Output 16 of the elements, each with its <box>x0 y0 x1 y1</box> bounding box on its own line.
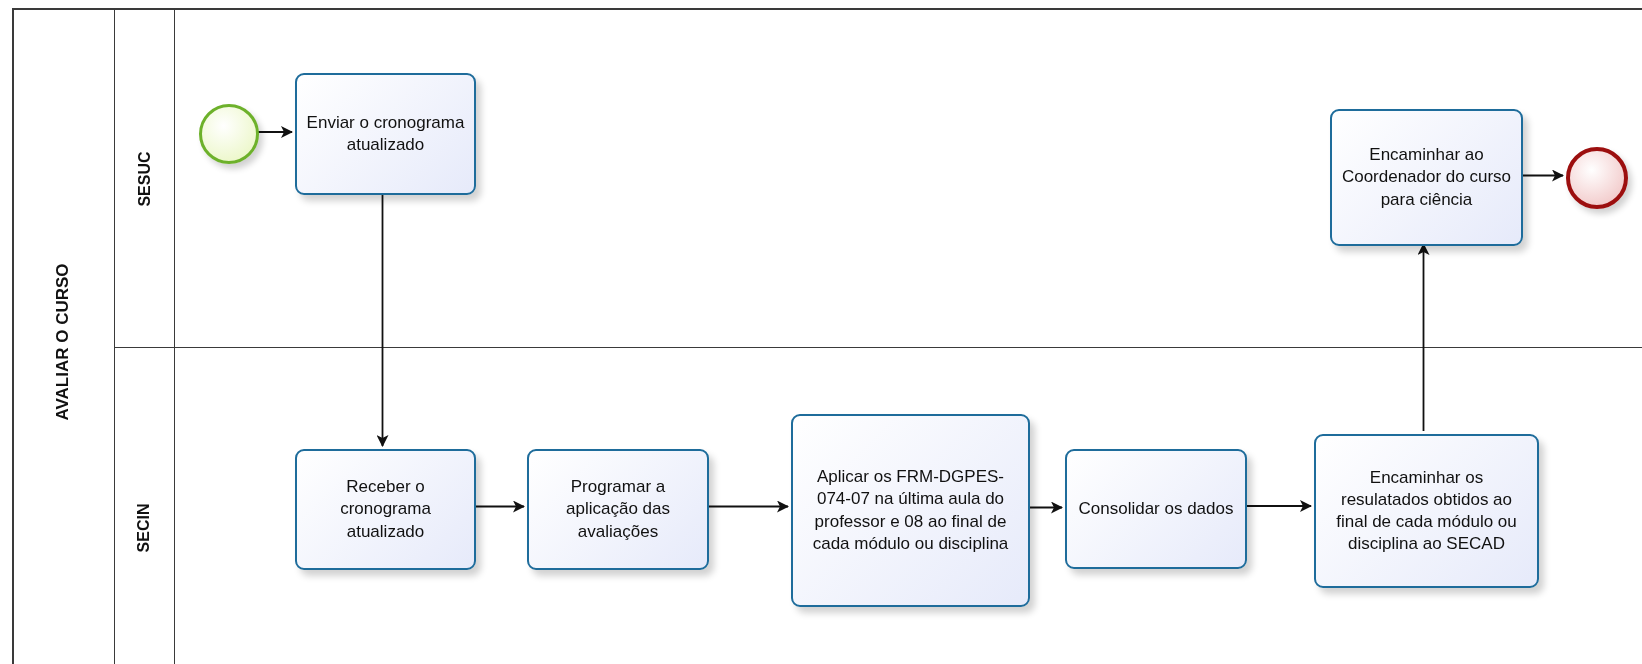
sequence-arrow <box>1417 243 1430 432</box>
task-box: Aplicar os FRM-DGPES-074-07 na última aula do professor e 08 ao final de cada módulo ou disciplina <box>791 414 1030 607</box>
task-box: Enviar o cronograma atualizado <box>295 73 476 195</box>
end-event-circle <box>1566 147 1628 209</box>
task-box: Programar a aplicação das avaliações <box>527 449 709 570</box>
start-event-circle <box>199 104 259 164</box>
swimlane <box>114 347 1642 664</box>
task-box: Encaminhar ao Coordenador do curso para ciência <box>1330 109 1523 246</box>
pool-title: AVALIAR O CURSO <box>53 263 73 421</box>
task-box: Consolidar os dados <box>1065 449 1247 569</box>
pool <box>12 8 1642 664</box>
sequence-arrow <box>376 192 389 447</box>
lane-label: SESUC <box>135 150 154 207</box>
lane-label: SECIN <box>135 503 154 552</box>
task-box: Encaminhar os resulatados obtidos ao final de cada módulo ou disciplina ao SECAD <box>1314 434 1539 588</box>
task-box: Receber o cronograma atualizado <box>295 449 476 570</box>
